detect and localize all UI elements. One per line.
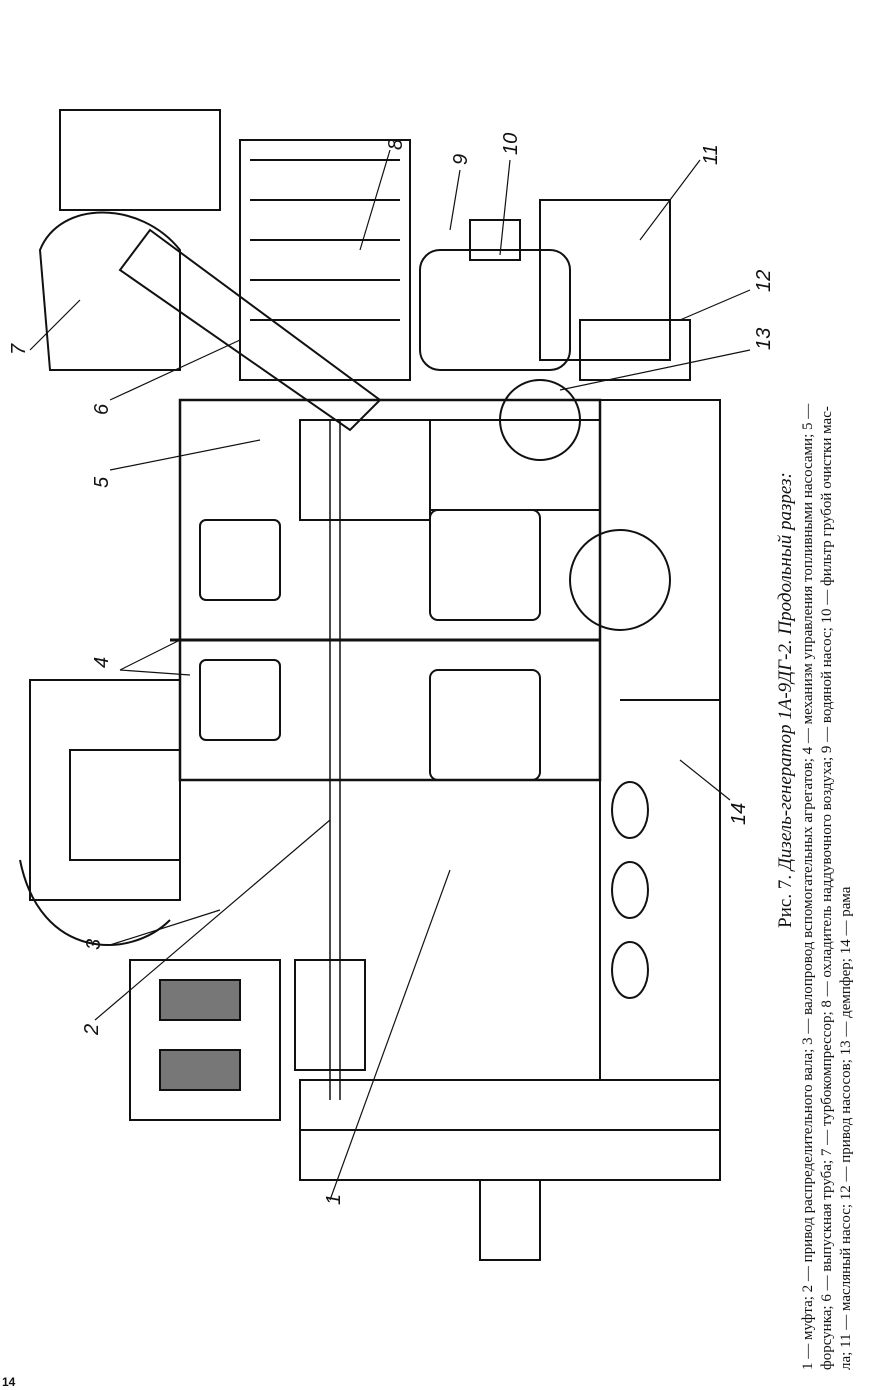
turbocharger bbox=[59, 109, 221, 211]
air-cooler bbox=[239, 139, 411, 381]
oil-pump bbox=[539, 199, 671, 361]
figure-title: Дизель-генератор 1А-9ДГ-2. Продольный ра… bbox=[775, 472, 796, 871]
callout-9: 9 bbox=[450, 154, 472, 165]
callout-4: 4 bbox=[91, 657, 113, 668]
callout-14: 14 bbox=[728, 803, 750, 825]
figure-number: Рис. 7. bbox=[775, 874, 796, 928]
legend-line: 1 — муфта; 2 — привод распределительного… bbox=[800, 403, 816, 1370]
engine-frame bbox=[299, 1079, 721, 1181]
callout-7: 7 bbox=[8, 343, 30, 355]
oil-filter bbox=[419, 249, 571, 371]
exhaust-pipe bbox=[118, 228, 382, 432]
legend-line: форсунка; 6 — выпускная труба; 7 — турбо… bbox=[819, 406, 835, 1370]
callout-10: 10 bbox=[500, 133, 522, 155]
callout-6: 6 bbox=[91, 403, 113, 415]
callout-13: 13 bbox=[753, 328, 775, 350]
engine-block bbox=[178, 398, 602, 782]
callout-8: 8 bbox=[385, 139, 407, 150]
callout-5: 5 bbox=[91, 476, 113, 488]
water-pump bbox=[469, 219, 521, 261]
coupling bbox=[129, 959, 281, 1121]
callout-3: 3 bbox=[83, 939, 105, 950]
damper bbox=[499, 379, 581, 461]
figure-legend: 1 — муфта; 2 — привод распределительного… bbox=[799, 30, 856, 1370]
callout-2: 2 bbox=[81, 1024, 103, 1036]
callout-11: 11 bbox=[700, 144, 722, 165]
callout-12: 12 bbox=[753, 270, 775, 292]
legend-line: ла; 11 — масляный насос; 12 — привод нас… bbox=[838, 886, 854, 1370]
callout-1: 1 bbox=[323, 1194, 345, 1205]
figure-title-line: Рис. 7. Дизель-генератор 1А-9ДГ-2. Продо… bbox=[775, 30, 797, 1370]
figure-caption: Рис. 7. Дизель-генератор 1А-9ДГ-2. Продо… bbox=[775, 30, 854, 1370]
aux-drive bbox=[29, 679, 181, 901]
page-number: 14 bbox=[2, 1375, 16, 1389]
